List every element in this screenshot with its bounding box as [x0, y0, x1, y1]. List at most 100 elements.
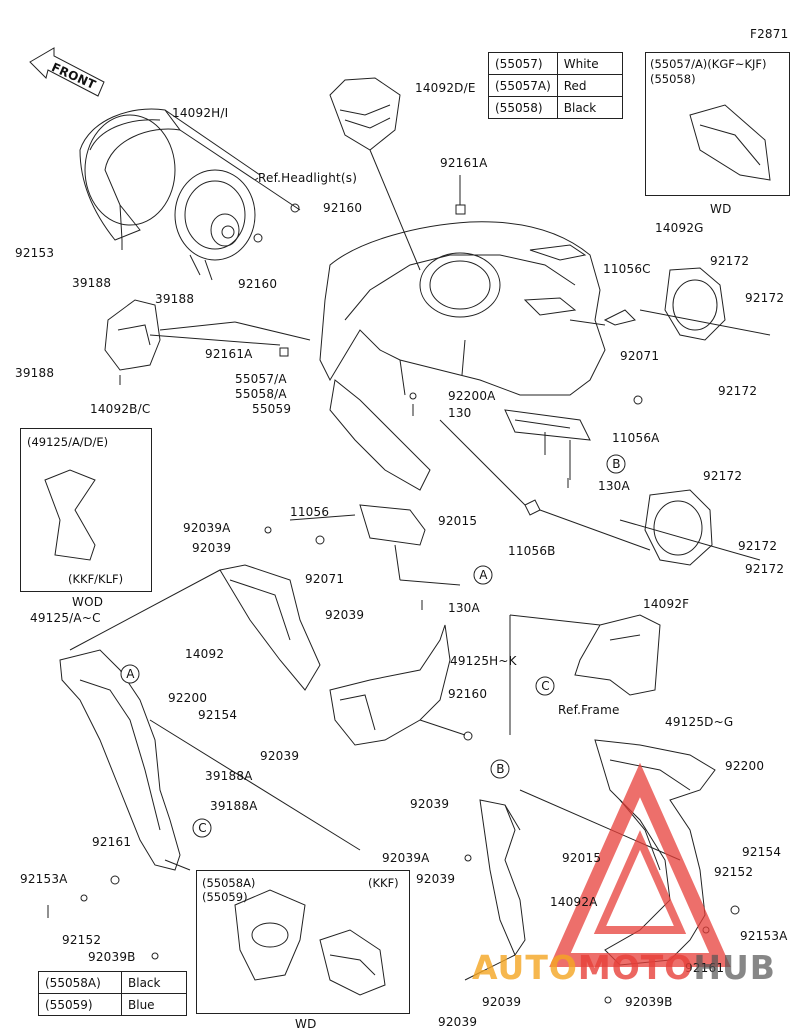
color-table-top: (55057)White (55057A)Red (55058)Black [488, 52, 623, 119]
label-92200: 92200 [725, 759, 765, 773]
label-92160: 92160 [238, 277, 278, 291]
watermark-hub: HUB [693, 948, 776, 987]
inset-top-line2: (55058) [650, 72, 696, 86]
label-92039: 92039 [410, 797, 450, 811]
inset-top-caption: WD [710, 202, 732, 216]
label-130: 130 [448, 406, 472, 420]
label-130a: 130A [598, 479, 630, 493]
inset-top-line1: (55057/A)(KGF~KJF) [650, 57, 767, 71]
label-ref-frame: Ref.Frame [558, 703, 620, 717]
part-code: (55058A) [38, 971, 122, 994]
label-92161: 92161 [92, 835, 132, 849]
label-55059: 55059 [252, 402, 292, 416]
inset-bottom-line2: (55059) [202, 890, 248, 904]
label-92015: 92015 [562, 851, 602, 865]
front-arrow-icon [29, 47, 105, 97]
label-14092: 14092 [185, 647, 225, 661]
label-92172: 92172 [703, 469, 743, 483]
label-49125h-k: 49125H~K [450, 654, 517, 668]
table-row: (55058A)Black [38, 971, 187, 994]
label-14092a: 14092A [550, 895, 598, 909]
label-14092f: 14092F [643, 597, 690, 611]
label-92172: 92172 [738, 539, 778, 553]
watermark-triangle-icon [549, 762, 731, 967]
label-39188a: 39188A [205, 769, 253, 783]
label-92039b: 92039B [625, 995, 673, 1009]
watermark-auto: AUTO [472, 948, 578, 987]
label-92153a: 92153A [20, 872, 68, 886]
label-49125d-g: 49125D~G [665, 715, 734, 729]
label-92200a: 92200A [448, 389, 496, 403]
label-92160: 92160 [323, 201, 363, 215]
table-row: (55057)White [488, 52, 623, 75]
label-92161: 92161 [685, 961, 725, 975]
callout-a: A [479, 568, 488, 582]
label-92172: 92172 [745, 291, 785, 305]
label-92200: 92200 [168, 691, 208, 705]
label-92039: 92039 [482, 995, 522, 1009]
part-color: Blue [121, 993, 187, 1016]
table-row: (55058)Black [488, 96, 623, 119]
label-92039: 92039 [438, 1015, 478, 1029]
label-55057a: 55057/A [235, 372, 287, 386]
inset-bottom-line1: (55058A) [202, 876, 256, 890]
label-92039a: 92039A [382, 851, 430, 865]
label-92161a: 92161A [205, 347, 253, 361]
label-92172: 92172 [718, 384, 758, 398]
label-11056: 11056 [290, 505, 330, 519]
table-row: (55059)Blue [38, 993, 187, 1016]
label-14092bc: 14092B/C [90, 402, 151, 416]
part-color: Black [121, 971, 187, 994]
part-color: Black [556, 96, 623, 119]
label-92071: 92071 [305, 572, 345, 586]
label-14092de: 14092D/E [415, 81, 476, 95]
inset-wd-top [645, 52, 790, 196]
figure-code: F2871 [750, 27, 789, 41]
callout-c: C [198, 821, 207, 835]
part-code: (55059) [38, 993, 122, 1016]
label-130a: 130A [448, 601, 480, 615]
label-92154: 92154 [198, 708, 238, 722]
label-39188: 39188 [72, 276, 112, 290]
label-92039: 92039 [325, 608, 365, 622]
label-92152: 92152 [714, 865, 754, 879]
label-92015: 92015 [438, 514, 478, 528]
label-92154: 92154 [742, 845, 782, 859]
label-92039b: 92039B [88, 950, 136, 964]
watermark-logo: AUTOMOTOHUB [472, 948, 776, 987]
inset-wod-left [20, 428, 152, 592]
label-49125a-c: 49125/A~C [30, 611, 101, 625]
part-code: (55058) [488, 96, 558, 119]
inset-left-caption: WOD [72, 595, 104, 609]
label-92153: 92153 [15, 246, 55, 260]
label-ref-headlight: Ref.Headlight(s) [258, 171, 358, 185]
inset-left-line2: (KKF/KLF) [68, 572, 124, 586]
part-code: (55057) [488, 52, 558, 75]
label-55058a: 55058/A [235, 387, 287, 401]
label-92039: 92039 [260, 749, 300, 763]
part-code: (55057A) [488, 74, 558, 97]
callout-c: C [541, 679, 550, 693]
label-92039a: 92039A [183, 521, 231, 535]
label-11056a: 11056A [612, 431, 660, 445]
label-92071: 92071 [620, 349, 660, 363]
label-39188a: 39188A [210, 799, 258, 813]
color-table-bottom: (55058A)Black (55059)Blue [38, 971, 187, 1016]
part-color: Red [556, 74, 623, 97]
callout-b: B [612, 457, 621, 471]
label-14092g: 14092G [655, 221, 704, 235]
label-92161a: 92161A [440, 156, 488, 170]
part-color: White [556, 52, 623, 75]
label-92153a: 92153A [740, 929, 788, 943]
label-92172: 92172 [710, 254, 750, 268]
label-11056c: 11056C [603, 262, 651, 276]
inset-left-line1: (49125/A/D/E) [27, 435, 109, 449]
inset-bottom-caption: WD [295, 1017, 317, 1031]
inset-wd-bottom [196, 870, 410, 1014]
callout-b: B [496, 762, 505, 776]
label-92039: 92039 [192, 541, 232, 555]
label-92152: 92152 [62, 933, 102, 947]
inset-bottom-tag: (KKF) [368, 876, 399, 890]
label-39188: 39188 [155, 292, 195, 306]
